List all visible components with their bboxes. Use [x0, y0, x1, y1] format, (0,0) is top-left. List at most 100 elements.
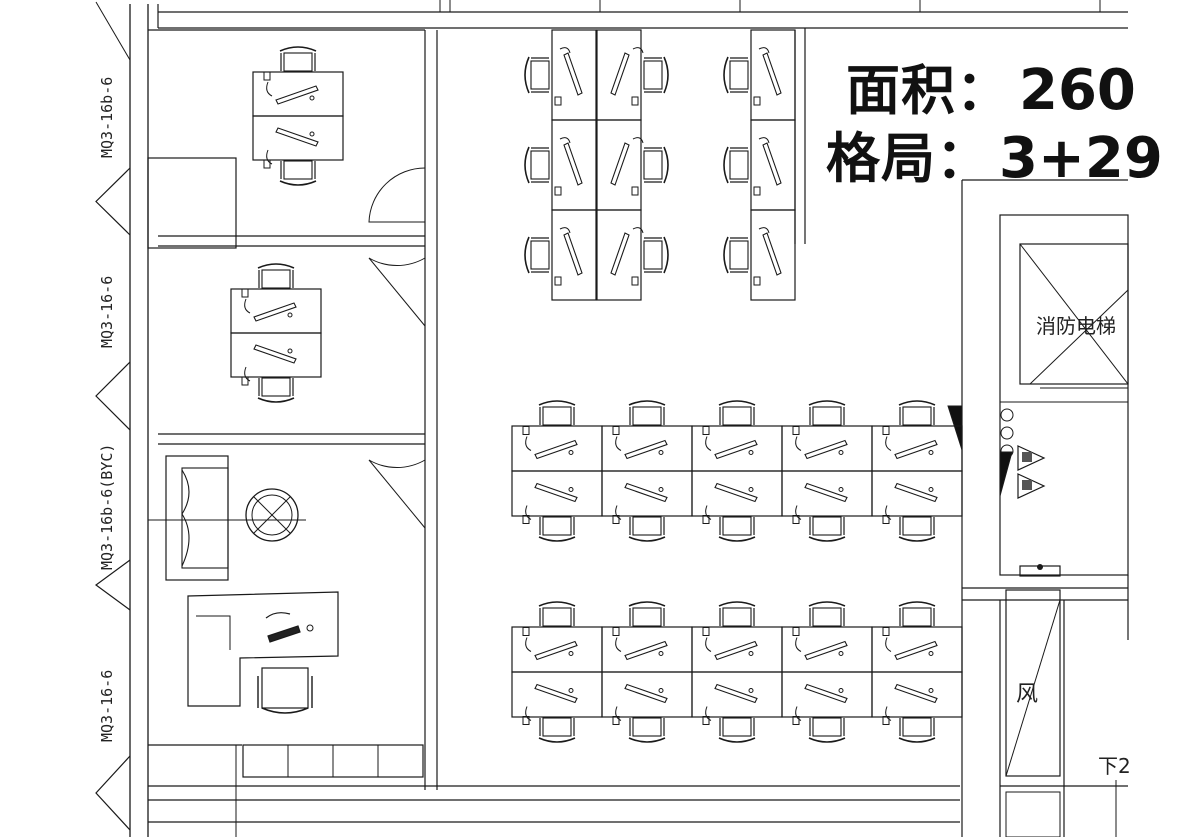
phone-icon	[241, 288, 249, 298]
chair-icon	[538, 717, 576, 743]
chair-icon	[279, 46, 317, 72]
desk-icon	[781, 400, 873, 472]
table-ring	[245, 488, 299, 542]
chair-seat	[722, 607, 752, 627]
mouse-icon	[838, 651, 844, 656]
desk-items	[522, 426, 578, 460]
door-arc	[368, 167, 426, 223]
desk-items	[882, 627, 938, 661]
cable	[705, 505, 712, 520]
fixture	[1000, 408, 1014, 422]
chair-seat	[261, 667, 309, 709]
desk-top	[596, 29, 642, 121]
chair-back	[718, 536, 756, 542]
desk-top	[511, 425, 603, 472]
chair-icon	[524, 56, 550, 94]
air-shaft	[1005, 589, 1061, 777]
chair-seat	[530, 240, 550, 270]
chair-seat	[261, 269, 291, 289]
desk-icon	[511, 601, 603, 673]
phone-icon	[753, 96, 761, 106]
cable	[885, 436, 892, 451]
chair-back	[628, 601, 666, 607]
axis-label-3: MQ3-16b-6(BYC)	[98, 443, 116, 570]
desk-top	[230, 332, 322, 378]
chair-seat	[643, 150, 663, 180]
mouse-icon	[568, 450, 574, 455]
chair-icon	[718, 717, 756, 743]
desk-items	[522, 482, 578, 524]
desk-icon	[723, 29, 796, 121]
chair-back	[279, 180, 317, 186]
mouse-icon	[306, 624, 314, 632]
chair-back	[808, 536, 846, 542]
chair-back	[257, 397, 295, 403]
keyboard-icon	[714, 439, 758, 460]
chair-icon	[538, 516, 576, 542]
cable	[525, 706, 532, 721]
chair-back	[538, 400, 576, 406]
phone-icon	[702, 515, 710, 524]
phone-icon	[263, 159, 271, 169]
chair-seat	[530, 150, 550, 180]
chair-icon	[628, 516, 666, 542]
desk-icon	[781, 470, 873, 542]
axis-label-4: MQ3-16-6	[98, 669, 116, 742]
chair-back	[524, 56, 530, 94]
chair-icon	[808, 516, 846, 542]
chair-seat	[902, 406, 932, 426]
phone-icon	[612, 627, 620, 636]
axis-label-2: MQ3-16-6	[98, 275, 116, 348]
mouse-icon	[748, 450, 754, 455]
chair-seat	[722, 406, 752, 426]
cable	[559, 47, 571, 54]
desk-top	[691, 626, 783, 673]
cable	[705, 436, 712, 451]
chair-back	[898, 601, 936, 607]
chair-icon	[898, 717, 936, 743]
desk-icon	[601, 671, 693, 743]
layout-row: 格局： 3+29	[826, 114, 1163, 193]
chair-seat	[283, 52, 313, 72]
column-marker	[95, 167, 131, 236]
desk-icon	[596, 119, 669, 211]
chair-seat	[632, 717, 662, 737]
desk-items	[882, 683, 938, 725]
cable	[615, 637, 622, 652]
chair-seat	[530, 60, 550, 90]
phone-icon	[792, 627, 800, 636]
mouse-icon	[658, 651, 664, 656]
chair-icon	[718, 516, 756, 542]
chair-back	[628, 536, 666, 542]
desk-icon	[230, 263, 322, 334]
chair-icon	[643, 236, 669, 274]
cable	[795, 706, 802, 721]
desk-icon	[781, 671, 873, 743]
mouse-icon	[658, 450, 664, 455]
keyboard-icon	[610, 52, 630, 96]
chair-back	[808, 737, 846, 743]
dot	[1037, 564, 1043, 570]
cable	[632, 227, 644, 234]
chair-back	[538, 536, 576, 542]
chair-seat	[722, 516, 752, 536]
desk-icon	[781, 601, 873, 673]
keyboard-icon	[624, 640, 668, 661]
shaft-box	[1005, 791, 1061, 837]
mouse-icon	[658, 487, 664, 492]
desk-top	[871, 671, 963, 718]
desk-icon	[601, 400, 693, 472]
cable	[525, 637, 532, 652]
chair-back	[663, 236, 669, 274]
mouse-icon	[748, 651, 754, 656]
mouse-icon	[838, 487, 844, 492]
chair-seat	[812, 607, 842, 627]
fill-block	[1022, 452, 1032, 462]
desk-icon	[511, 671, 603, 743]
keyboard-icon	[610, 142, 630, 186]
keyboard-icon	[804, 640, 848, 661]
mouse-icon	[928, 651, 934, 656]
phone-icon	[882, 426, 890, 435]
chair-seat	[812, 717, 842, 737]
column-marker	[95, 755, 131, 831]
